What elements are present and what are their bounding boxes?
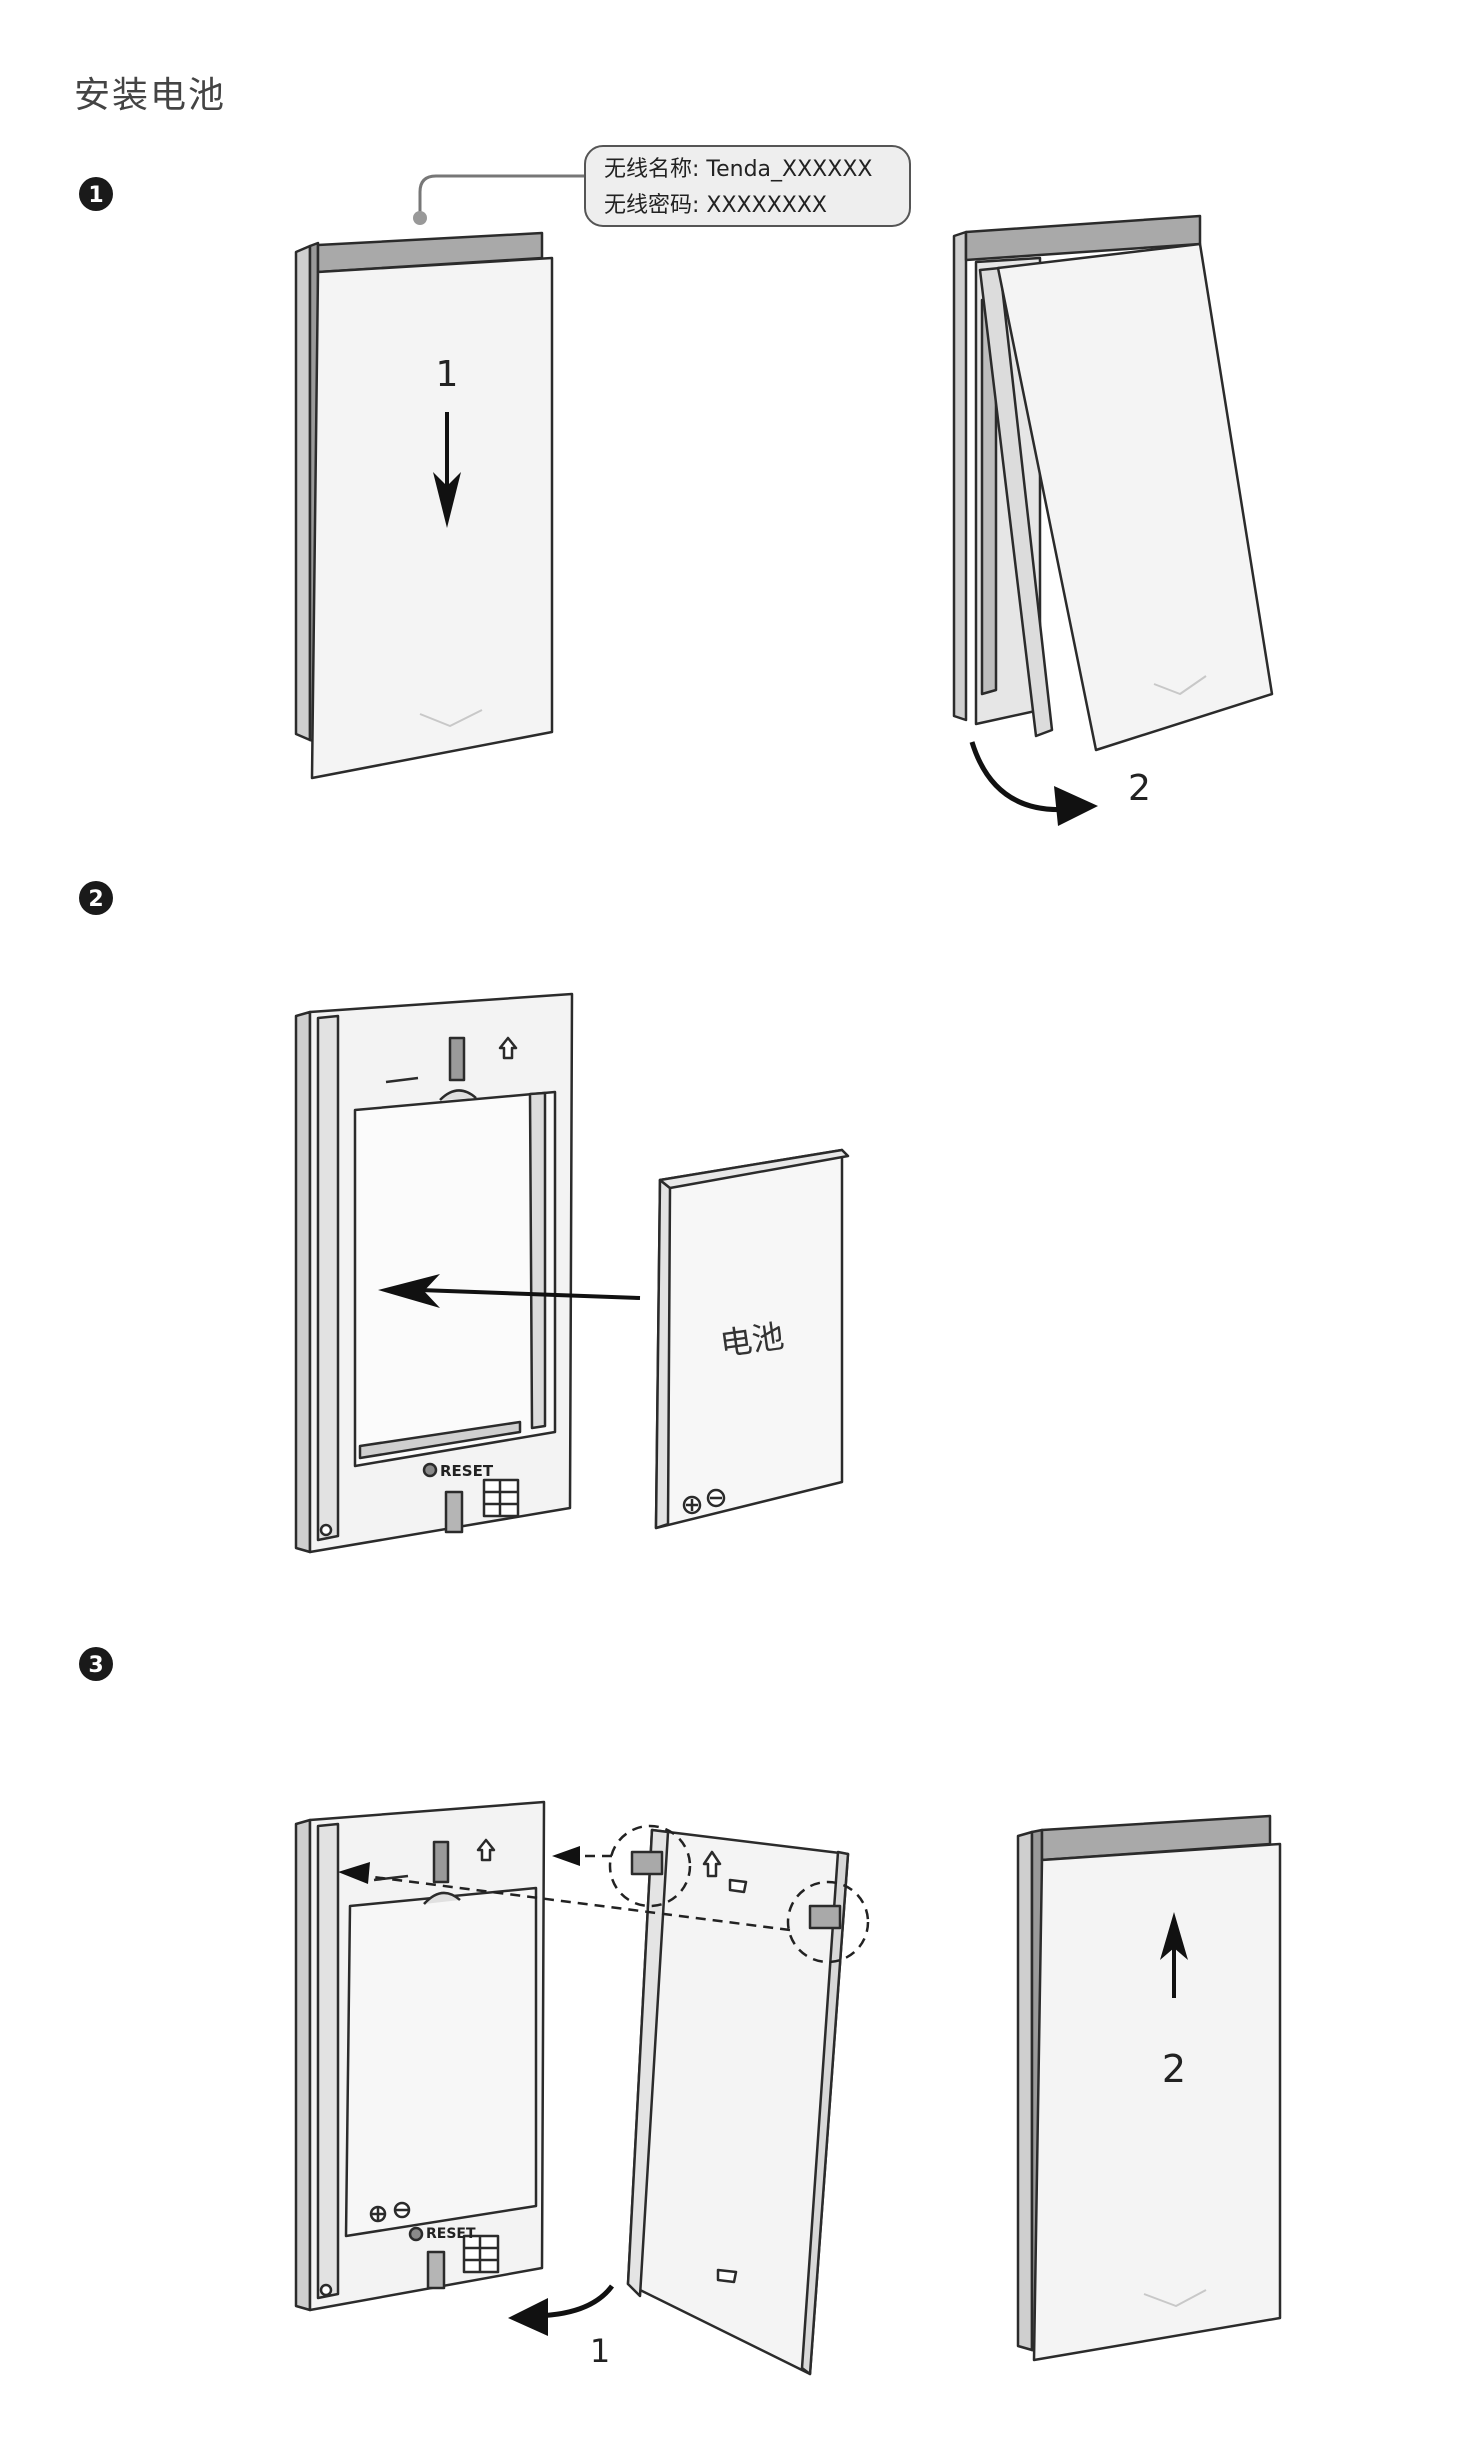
step-2-marker: 2 (79, 881, 113, 915)
rotate-label: 2 (1128, 768, 1151, 809)
step-3-marker: 3 (79, 1647, 113, 1681)
step-3-number: 3 (88, 1653, 103, 1678)
slide-down-arrow: 1 (433, 354, 461, 528)
cover-attaching (626, 1828, 850, 2376)
ssid-text: 无线名称: Tenda_XXXXXX (604, 157, 872, 182)
device-with-battery (294, 1800, 546, 2312)
step-1-number: 1 (88, 183, 103, 208)
guide-arrowhead-top (552, 1846, 580, 1866)
rotate-arrow: 2 (969, 741, 1151, 826)
reset-label-step3: RESET (426, 2226, 476, 2242)
battery-label: 电池 (718, 1317, 787, 1364)
step-1-marker: 1 (79, 177, 113, 211)
password-text: 无线密码: XXXXXXXX (604, 193, 827, 218)
insert-battery-arrow (378, 1274, 641, 1308)
reset-label: RESET (440, 1462, 494, 1480)
attach-cover-arrow: 1 (508, 2284, 615, 2370)
wifi-label-callout: 无线名称: Tenda_XXXXXX 无线密码: XXXXXXXX (413, 145, 911, 227)
alignment-guides (349, 1824, 870, 1964)
slide-up-label: 2 (1162, 2047, 1186, 2091)
arrow-down-label: 1 (436, 354, 459, 395)
insert-label: 1 (590, 2332, 610, 2370)
device-cover-opening (952, 214, 1274, 752)
device-front-sliding-up (1016, 1814, 1282, 2362)
device-open-backplate (294, 992, 574, 1554)
guide-arrowhead-bottom (338, 1862, 370, 1884)
page-title: 安装电池 (74, 75, 227, 116)
battery (654, 1148, 850, 1530)
step-2-number: 2 (88, 887, 103, 912)
slide-up-arrow: 2 (1160, 1912, 1188, 2091)
device-front-closed (294, 231, 554, 780)
